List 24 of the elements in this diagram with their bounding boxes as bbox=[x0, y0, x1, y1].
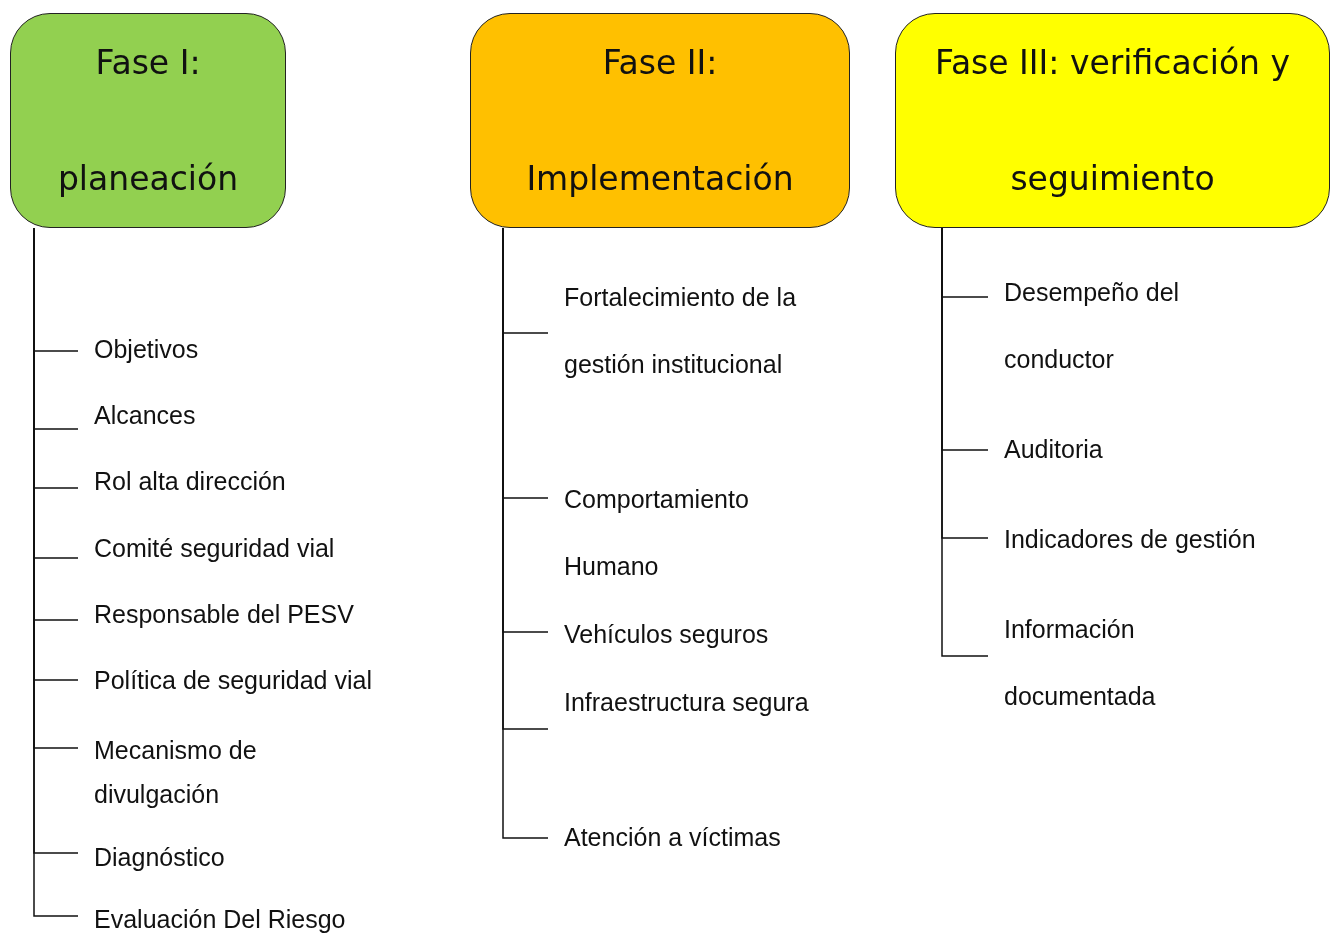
item-text: Fortalecimiento de la gestión institucional bbox=[548, 264, 844, 398]
item-text: Diagnóstico bbox=[78, 839, 438, 875]
item-text: Infraestructura segura bbox=[548, 669, 844, 736]
item-text: Objetivos bbox=[78, 331, 438, 367]
item-text: Comité seguridad vial bbox=[78, 530, 438, 566]
phase-title: Fase I: planeación bbox=[56, 41, 240, 200]
item-text: Evaluación Del Riesgo bbox=[78, 902, 438, 936]
phase-one-box bbox=[10, 13, 286, 228]
item-text: Vehículos seguros bbox=[548, 601, 844, 668]
item-text: Indicadores de gestión bbox=[988, 506, 1318, 573]
phase-two-box bbox=[470, 13, 850, 228]
item-text: Auditoria bbox=[988, 416, 1318, 483]
item-text: Atención a víctimas bbox=[548, 804, 848, 871]
item-text: Rol alta dirección bbox=[78, 463, 438, 499]
item-text: Información documentada bbox=[988, 596, 1288, 730]
item-text: Mecanismo de divulgación bbox=[78, 728, 318, 816]
phase-title: Fase II: Implementación bbox=[525, 41, 795, 200]
item-text: Comportamiento Humano bbox=[548, 466, 844, 600]
item-text: Alcances bbox=[78, 397, 438, 433]
item-text: Desempeño del conductor bbox=[988, 259, 1288, 393]
phase-title: Fase III: verificación y seguimiento bbox=[933, 41, 1292, 200]
item-text: Responsable del PESV bbox=[78, 596, 438, 632]
item-text: Política de seguridad vial bbox=[78, 662, 438, 698]
phase-three-box bbox=[895, 13, 1330, 228]
